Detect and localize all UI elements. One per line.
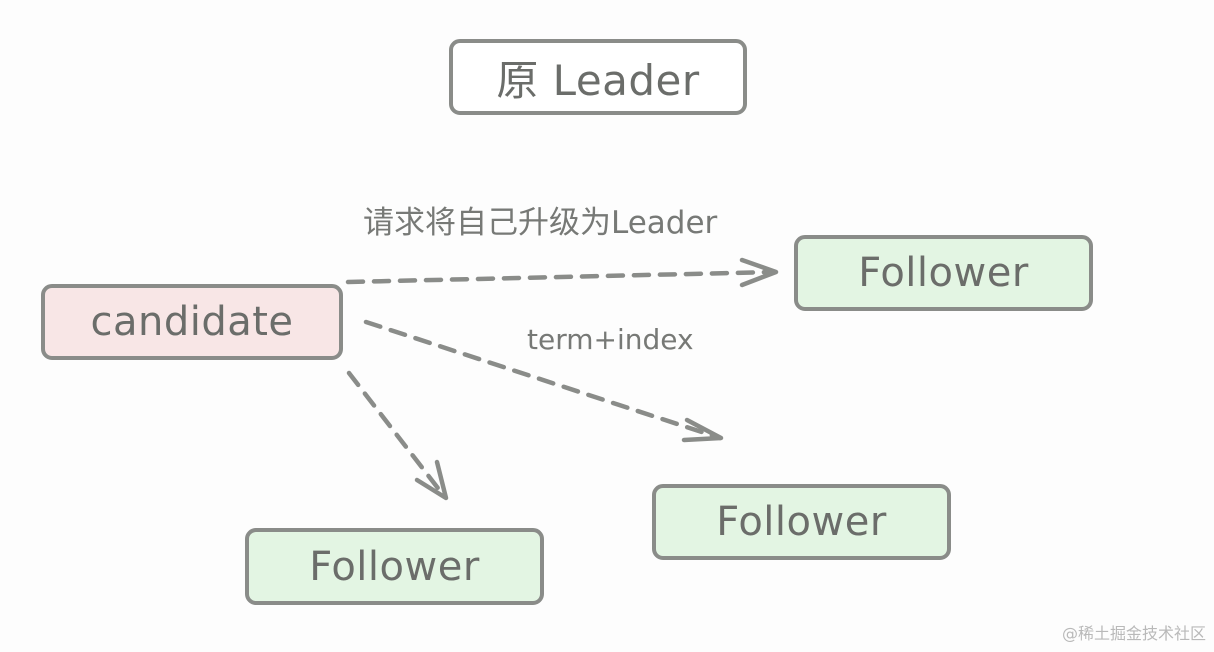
arrowhead-bottom-left [414, 459, 449, 501]
arrow-candidate-to-follower-middle-right [363, 319, 724, 443]
arrow-line-upgrade-request [345, 269, 777, 285]
watermark: @稀土掘金技术社区 [1061, 624, 1206, 643]
follower-node-bottom-left: Follower [245, 528, 544, 605]
follower-node-middle-right: Follower [652, 484, 951, 560]
arrow-candidate-to-follower-top-right [345, 257, 779, 288]
arrow-candidate-to-follower-bottom-left [346, 370, 449, 501]
arrowhead-upgrade-request [739, 257, 779, 288]
arrowhead-term-index [681, 417, 724, 443]
arrow-line-term-index [363, 319, 723, 441]
leader-node: 原 Leader [449, 39, 747, 115]
follower-node-top-right: Follower [794, 235, 1093, 311]
arrow-line-bottom-left [346, 370, 447, 499]
edge-label-upgrade-request: 请求将自己升级为Leader [363, 205, 718, 241]
candidate-node: candidate [41, 284, 343, 360]
edge-label-term-index: term+index [527, 323, 694, 356]
